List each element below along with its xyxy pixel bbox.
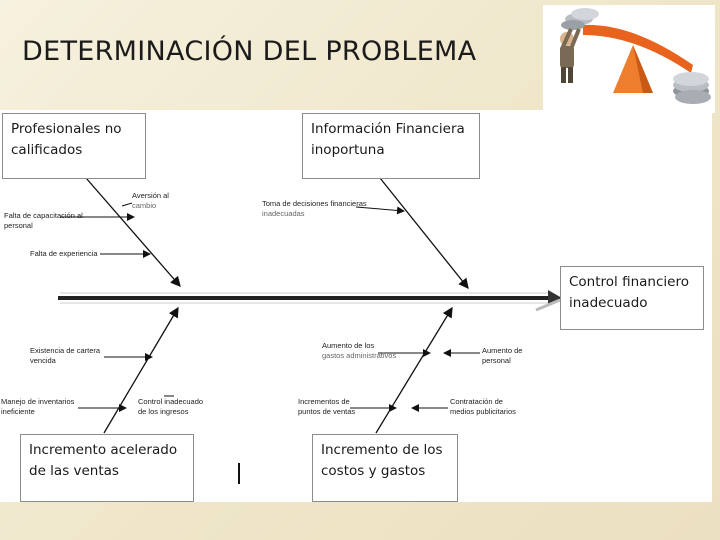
cause-toma-decisiones: Toma de decisiones financieras inadecuad…	[262, 199, 367, 219]
cause-manejo-inventarios: Manejo de inventarios ineficiente	[1, 397, 74, 417]
category-box-profesionales: Profesionales no calificados	[2, 113, 146, 179]
cause-control-ingresos: Control inadecuado de los ingresos	[138, 397, 203, 417]
cause-medios-publicitarios: Contratación de medios publicitarios	[450, 397, 516, 417]
cause-puntos-ventas: Incrementos de puntos de ventas	[298, 397, 355, 417]
fishbone-diagram: Profesionales no calificados Información…	[0, 110, 712, 502]
effect-label: Control financiero inadecuado	[569, 274, 689, 311]
effect-box: Control financiero inadecuado	[560, 266, 704, 330]
person-balancing-coins-seesaw-icon	[543, 5, 715, 113]
category-label: Incremento acelerado de las ventas	[29, 442, 177, 479]
balance-clipart	[543, 5, 715, 113]
slide-title: DETERMINACIÓN DEL PROBLEMA	[22, 36, 476, 67]
cause-falta-experiencia: Falta de experiencia	[30, 249, 98, 259]
category-label: Incremento de los costos y gastos	[321, 442, 443, 479]
cause-aversion: Aversión al cambio	[132, 191, 169, 211]
bone-informacion	[380, 178, 468, 288]
cause-gastos-administrativos: Aumento de los gastos administrativos	[322, 341, 396, 361]
category-box-ventas: Incremento acelerado de las ventas	[20, 434, 194, 502]
cause-cartera-vencida: Existencia de cartera vencida	[30, 346, 100, 366]
text-cursor	[238, 463, 240, 484]
cause-falta-capacitacion: Falta de capacitación al personal	[4, 211, 83, 231]
category-label: Profesionales no calificados	[11, 121, 122, 158]
category-box-informacion: Información Financiera inoportuna	[302, 113, 480, 179]
cause-aumento-personal: Aumento de personal	[482, 346, 522, 366]
category-label: Información Financiera inoportuna	[311, 121, 465, 158]
bone-costos	[376, 308, 452, 433]
category-box-costos: Incremento de los costos y gastos	[312, 434, 458, 502]
